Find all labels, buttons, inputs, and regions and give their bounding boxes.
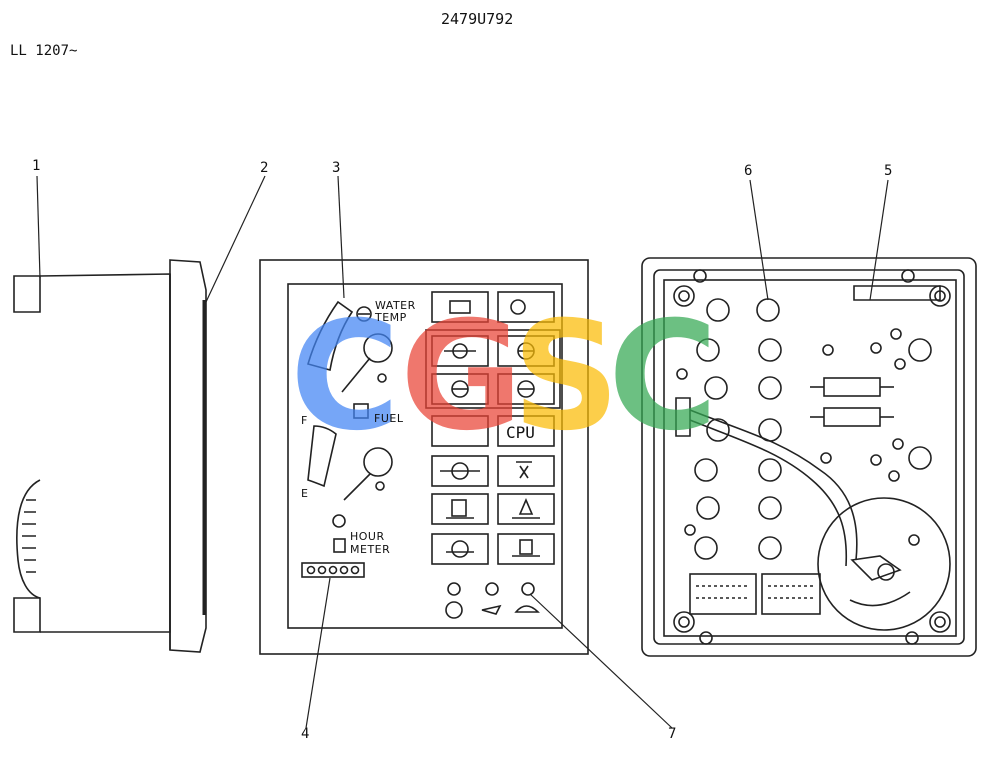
leader-lines bbox=[36, 175, 889, 729]
gauge-full-label: F bbox=[301, 414, 308, 427]
water-temp-label-2: TEMP bbox=[375, 311, 407, 324]
side-view bbox=[13, 259, 207, 653]
callout-3: 3 bbox=[332, 160, 341, 176]
watermark-letter: C bbox=[290, 290, 400, 464]
watermark-letter: C bbox=[608, 290, 718, 464]
callout-5: 5 bbox=[884, 163, 893, 179]
callout-4: 4 bbox=[301, 726, 310, 742]
part-number: 2479U792 bbox=[441, 10, 514, 28]
water-temp-label: WATER bbox=[375, 299, 416, 312]
callout-7: 7 bbox=[668, 726, 677, 742]
watermark-letter: G bbox=[400, 290, 523, 464]
gauge-empty-label: E bbox=[301, 487, 309, 500]
hour-label: HOUR bbox=[350, 530, 385, 543]
serial-range: LL 1207~ bbox=[10, 43, 78, 59]
meter-label: METER bbox=[350, 543, 391, 556]
callout-6: 6 bbox=[744, 163, 753, 179]
watermark: C G S C bbox=[290, 290, 718, 464]
callout-2: 2 bbox=[260, 160, 269, 176]
cpu-label: CPU bbox=[506, 423, 535, 442]
front-panel bbox=[259, 259, 589, 655]
callout-1: 1 bbox=[32, 158, 41, 174]
rear-view bbox=[641, 257, 977, 657]
fuel-label: FUEL bbox=[374, 412, 404, 425]
watermark-letter: S bbox=[512, 290, 620, 464]
